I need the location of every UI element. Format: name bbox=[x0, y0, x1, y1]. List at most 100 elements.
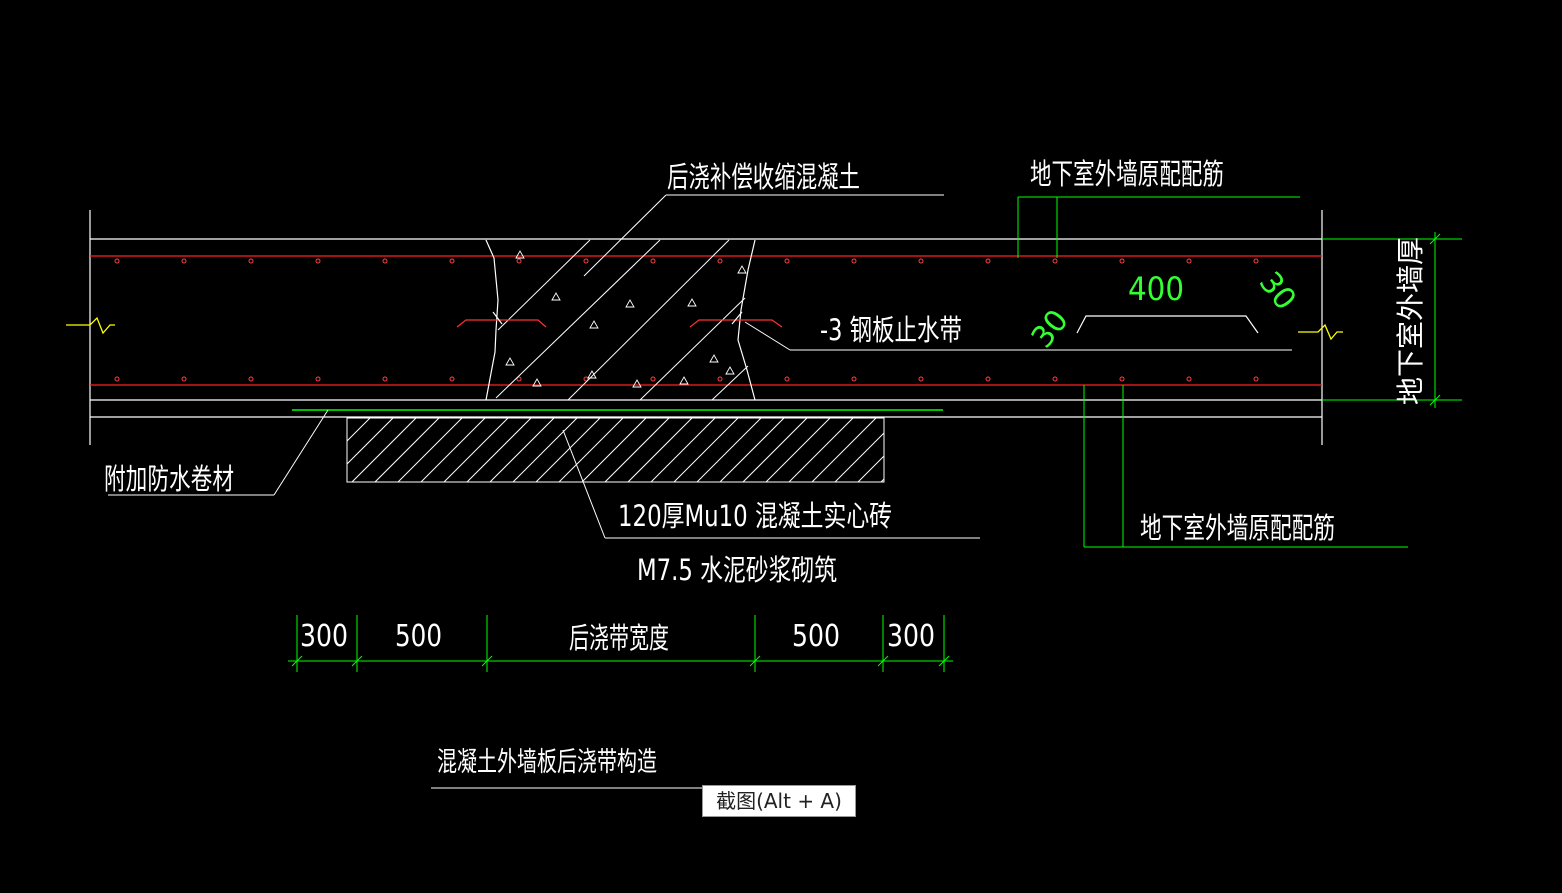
aggregate-mark bbox=[515, 250, 525, 259]
rebar-dot bbox=[918, 258, 924, 264]
dim-label-band-width: 后浇带宽度 bbox=[569, 621, 669, 655]
brick-hatch-line bbox=[489, 417, 555, 483]
dim-label-300-right: 300 bbox=[887, 619, 935, 654]
rebar-dot bbox=[1052, 258, 1058, 264]
aggregate-mark bbox=[551, 292, 561, 301]
rebar-dot bbox=[114, 376, 120, 382]
rebar-dot bbox=[114, 258, 120, 264]
rebar-dot bbox=[315, 376, 321, 382]
brick-hatch-line bbox=[742, 417, 808, 483]
rebar-dot bbox=[784, 376, 790, 382]
rebar-dot bbox=[181, 376, 187, 382]
label-wall-rebar-top: 地下室外墙原配配筋 bbox=[1030, 157, 1224, 191]
brick-block bbox=[346, 417, 885, 483]
rebar-dot bbox=[382, 376, 388, 382]
brick-hatch-line bbox=[346, 417, 394, 465]
brick-hatch-line bbox=[788, 417, 854, 483]
label-steel-waterstop: -3 钢板止水带 bbox=[820, 313, 962, 347]
brick-hatch-line bbox=[374, 417, 440, 483]
label-wall-rebar-bottom: 地下室外墙原配配筋 bbox=[1140, 511, 1335, 545]
rebar-dot bbox=[181, 258, 187, 264]
aggregate-mark bbox=[532, 378, 542, 387]
dim-label-300-left: 300 bbox=[300, 619, 348, 654]
dim-wall-thickness bbox=[1322, 232, 1462, 408]
rebar-dot bbox=[784, 258, 790, 264]
brick-hatch-line bbox=[604, 417, 670, 483]
rebar-dot bbox=[985, 258, 991, 264]
brick-hatch-line bbox=[650, 417, 716, 483]
rebar-dot bbox=[516, 376, 522, 382]
post-pour-band bbox=[485, 239, 756, 401]
brick-hatch bbox=[346, 417, 885, 483]
label-waterproof-membrane: 附加防水卷材 bbox=[104, 462, 234, 496]
rebar-dot bbox=[248, 376, 254, 382]
rebar-dot bbox=[650, 376, 656, 382]
brick-hatch-line bbox=[765, 417, 831, 483]
leader-rebar-bottom bbox=[1083, 385, 1408, 548]
rebar-lines bbox=[90, 255, 1322, 386]
screenshot-tooltip: 截图(Alt + A) bbox=[702, 785, 856, 817]
rebar-dot bbox=[315, 258, 321, 264]
brick-hatch-line bbox=[535, 417, 601, 483]
label-dim-30-left: 30 bbox=[1025, 303, 1076, 355]
brick-hatch-line bbox=[719, 417, 785, 483]
rebar-dot bbox=[583, 258, 589, 264]
leader-rebar-top bbox=[1017, 196, 1300, 258]
label-dim-400: 400 bbox=[1128, 270, 1184, 308]
label-dim-30-right: 30 bbox=[1252, 265, 1303, 317]
rebar-dot bbox=[248, 258, 254, 264]
brick-hatch-line bbox=[558, 417, 624, 483]
dim-tick bbox=[938, 655, 950, 667]
rebar-dot bbox=[583, 376, 589, 382]
rebar-dot bbox=[1052, 376, 1058, 382]
brick-hatch-line bbox=[880, 478, 885, 483]
dim-label-500-right: 500 bbox=[792, 619, 840, 654]
dim-tick bbox=[481, 655, 493, 667]
brick-hatch-line bbox=[466, 417, 532, 483]
break-symbol-left bbox=[66, 316, 115, 335]
rebar-dot bbox=[1119, 376, 1125, 382]
brick-hatch-line bbox=[443, 417, 509, 483]
rebar-dots bbox=[114, 258, 1259, 382]
dim-tick bbox=[749, 655, 761, 667]
rebar-dot bbox=[851, 258, 857, 264]
rebar-dot bbox=[1186, 258, 1192, 264]
aggregate-mark bbox=[632, 379, 642, 388]
aggregate-mark bbox=[625, 299, 635, 308]
rebar-dot bbox=[851, 376, 857, 382]
label-wall-thickness: 地下室外墙厚 bbox=[1394, 237, 1427, 405]
aggregate-mark bbox=[737, 265, 747, 274]
rebar-dot bbox=[1186, 376, 1192, 382]
leader-membrane bbox=[108, 409, 329, 496]
dim-tick bbox=[291, 655, 303, 667]
aggregate-mark bbox=[709, 354, 719, 363]
dim-tick bbox=[877, 655, 889, 667]
aggregate-mark bbox=[687, 298, 697, 307]
rebar-dot bbox=[918, 376, 924, 382]
label-brick-line1: 120厚Mu10 混凝土实心砖 bbox=[618, 499, 892, 533]
brick-hatch-line bbox=[811, 417, 877, 483]
brick-hatch-line bbox=[581, 417, 647, 483]
brick-hatch-line bbox=[627, 417, 693, 483]
dim-tick bbox=[351, 655, 363, 667]
drawing-title: 混凝土外墙板后浇带构造 bbox=[437, 747, 657, 778]
rebar-dot bbox=[382, 258, 388, 264]
aggregate-mark bbox=[725, 366, 735, 375]
rebar-dot bbox=[449, 258, 455, 264]
brick-hatch-line bbox=[696, 417, 762, 483]
aggregate-mark bbox=[505, 357, 515, 366]
rebar-dot bbox=[650, 258, 656, 264]
rebar-dot bbox=[1119, 258, 1125, 264]
rebar-dot bbox=[985, 376, 991, 382]
rebar-dot bbox=[717, 376, 723, 382]
rebar-dot bbox=[516, 258, 522, 264]
brick-hatch-line bbox=[857, 455, 885, 483]
aggregate-mark bbox=[679, 376, 689, 385]
dim-bottom bbox=[288, 615, 953, 672]
leader-waterstop bbox=[744, 321, 1292, 351]
brick-hatch-line bbox=[351, 417, 417, 483]
leader-post-pour bbox=[583, 194, 944, 277]
brick-hatch-line bbox=[397, 417, 463, 483]
leader-brick bbox=[562, 429, 980, 539]
